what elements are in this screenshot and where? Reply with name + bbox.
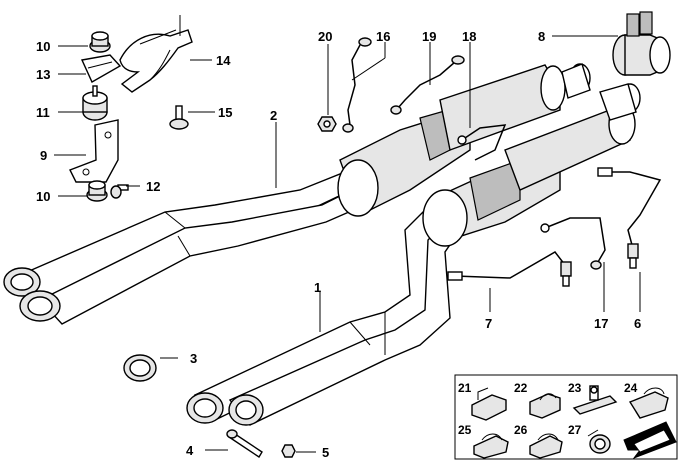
clip-part-25[interactable]	[473, 433, 509, 459]
clip-part-26[interactable]	[529, 433, 563, 459]
inset-label-25: 25	[458, 423, 472, 437]
callout-2: 2	[270, 108, 277, 123]
callout-3: 3	[190, 351, 197, 366]
inset-label-24: 24	[624, 381, 638, 395]
clip-part-27[interactable]	[587, 429, 611, 454]
callout-7: 7	[485, 316, 492, 331]
callout-1: 1	[314, 280, 321, 295]
inset-label-23: 23	[568, 381, 582, 395]
oxygen-sensor-part-7[interactable]	[447, 251, 572, 287]
bracket-part-9[interactable]	[69, 119, 119, 183]
clip-part-24[interactable]	[628, 387, 669, 419]
leader-lines	[54, 15, 641, 453]
callout-20: 20	[318, 29, 332, 44]
bolt-part-12[interactable]	[110, 184, 129, 199]
callout-16: 16	[376, 29, 390, 44]
callout-9: 9	[40, 148, 47, 163]
callout-labels: 10 13 11 9 10 12 15 14 2 20 16 19 18 8 1…	[36, 29, 641, 460]
oxygen-sensor-part-17[interactable]	[540, 217, 606, 270]
callout-15: 15	[218, 105, 232, 120]
rubber-mount-part-10-top[interactable]	[89, 31, 111, 53]
callout-14: 14	[216, 53, 231, 68]
callout-12: 12	[146, 179, 160, 194]
bolt-part-15[interactable]	[169, 105, 189, 130]
damper-part-11[interactable]	[82, 85, 108, 121]
clip-part-22[interactable]	[529, 393, 561, 419]
inset-label-21: 21	[458, 381, 472, 395]
gasket-part-3[interactable]	[123, 354, 157, 382]
inset-label-26: 26	[514, 423, 528, 437]
arrow-icon	[623, 421, 677, 460]
ground-cable-part-16[interactable]	[342, 37, 372, 133]
callout-13: 13	[36, 67, 50, 82]
callout-6: 6	[634, 316, 641, 331]
nut-part-20[interactable]	[317, 116, 337, 132]
clamp-part-8[interactable]	[612, 11, 671, 76]
oxygen-sensor-part-6[interactable]	[597, 167, 662, 269]
front-pipe-part-1[interactable]	[186, 83, 641, 426]
nut-part-5[interactable]	[281, 444, 296, 458]
callout-10-bottom: 10	[36, 189, 50, 204]
inset-label-27: 27	[568, 423, 582, 437]
bolt-part-4[interactable]	[226, 429, 263, 458]
callout-19: 19	[422, 29, 436, 44]
ground-cable-part-19[interactable]	[390, 55, 465, 115]
callout-5: 5	[322, 445, 329, 460]
front-pipe-part-2[interactable]	[3, 63, 591, 325]
sensor-part-18[interactable]	[457, 124, 507, 161]
callout-8: 8	[538, 29, 545, 44]
callout-10-top: 10	[36, 39, 50, 54]
clip-part-23[interactable]	[572, 385, 618, 415]
inset-label-22: 22	[514, 381, 528, 395]
callout-18: 18	[462, 29, 476, 44]
callout-4: 4	[186, 443, 194, 458]
bracket-part-13[interactable]	[80, 54, 122, 83]
callout-11: 11	[36, 105, 50, 120]
callout-17: 17	[594, 316, 608, 331]
clamp-bracket-part-14[interactable]	[119, 29, 193, 93]
rubber-mount-part-10-bottom[interactable]	[86, 180, 108, 202]
clip-part-21[interactable]	[471, 387, 507, 421]
